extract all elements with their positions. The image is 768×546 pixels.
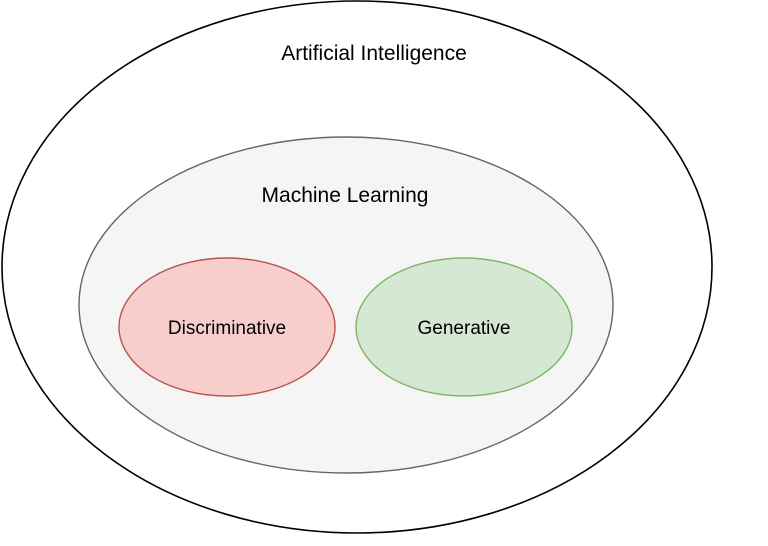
discriminative-ellipse bbox=[118, 257, 336, 397]
discriminative-label: Discriminative bbox=[168, 318, 286, 339]
artificial-intelligence-label: Artificial Intelligence bbox=[281, 42, 467, 65]
machine-learning-label: Machine Learning bbox=[262, 184, 429, 207]
generative-ellipse bbox=[355, 257, 573, 397]
generative-label: Generative bbox=[418, 318, 511, 339]
